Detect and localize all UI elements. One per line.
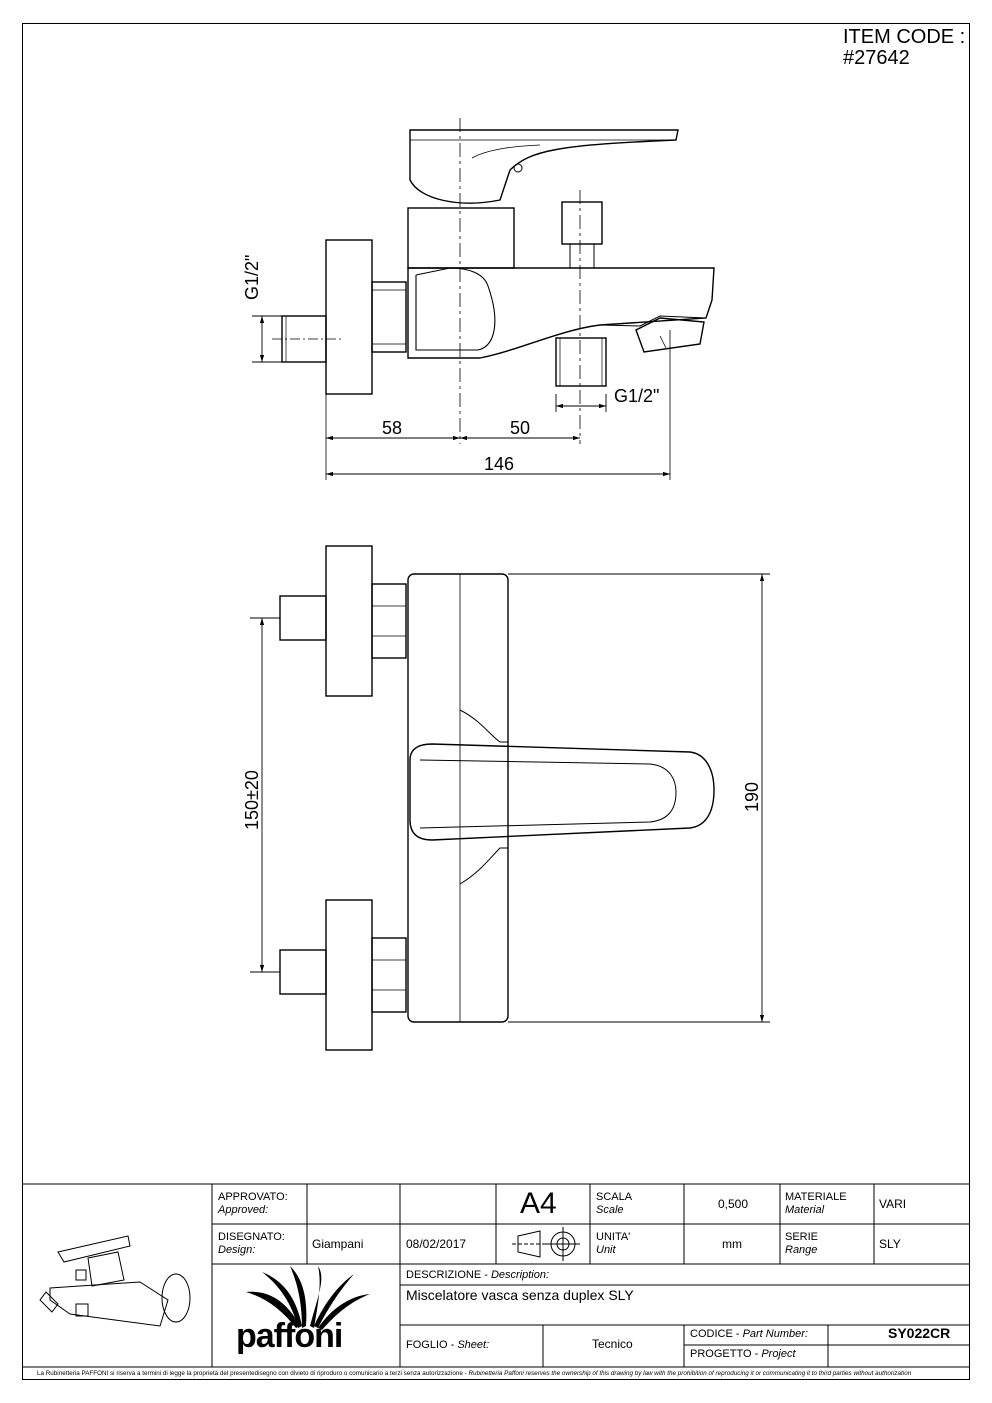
footer-english: Rubinetteria Paffoni reserves the owners…	[468, 1370, 912, 1377]
dim-overall-depth: 146	[484, 454, 514, 474]
item-code-label: ITEM CODE :	[843, 26, 966, 48]
unit-label: UNITA'	[596, 1231, 631, 1243]
title-block-grid	[22, 1183, 970, 1368]
item-code: ITEM CODE : #27642	[843, 27, 965, 69]
material-label: MATERIALE	[785, 1191, 847, 1203]
bottom-flange	[325, 899, 373, 1051]
scale-value: 0,500	[718, 1197, 749, 1211]
scale-cell: SCALA Scale	[596, 1191, 632, 1217]
approved-label: APPROVATO:	[218, 1191, 288, 1203]
dim-inlet-spacing: 150±20	[242, 770, 262, 830]
unit-cell: UNITA' Unit	[596, 1231, 630, 1257]
front-view	[279, 545, 715, 1051]
design-label-en: Design:	[218, 1244, 256, 1256]
part-label-en: Part Number:	[742, 1328, 808, 1340]
series-value: SLY	[879, 1237, 901, 1251]
design-label: DISEGNATO:	[218, 1231, 285, 1243]
mixer-handle	[409, 129, 679, 204]
drawing-frame	[22, 23, 970, 1380]
mixer-column	[407, 207, 515, 269]
design-cell: DISEGNATO: Design:	[218, 1231, 285, 1257]
mixer-body	[407, 267, 715, 359]
scale-label-en: Scale	[596, 1204, 624, 1216]
wall-flange	[325, 239, 373, 395]
project-label-en: Project	[761, 1348, 796, 1360]
sheet-cell: FOGLIO - Sheet:	[406, 1339, 489, 1352]
diverter-knob	[561, 201, 603, 245]
project-cell: PROGETTO - Project	[690, 1348, 796, 1361]
sheet-format: A4	[520, 1187, 557, 1220]
unit-label-en: Unit	[596, 1244, 616, 1256]
sheet-label-en: Sheet:	[457, 1339, 490, 1351]
series-label: SERIE	[785, 1231, 819, 1243]
approved-cell: APPROVATO: Approved:	[218, 1191, 288, 1217]
material-label-en: Material	[785, 1204, 825, 1216]
front-body	[407, 573, 509, 1023]
sheet-value: Tecnico	[592, 1337, 633, 1351]
front-handle	[409, 743, 715, 841]
side-dimensions	[252, 315, 670, 477]
approved-label-en: Approved:	[218, 1204, 269, 1216]
series-cell: SERIE Range	[785, 1231, 818, 1257]
project-label: PROGETTO -	[690, 1348, 762, 1360]
projection-symbol-icon	[512, 1227, 580, 1261]
aerator	[635, 317, 705, 353]
part-cell: CODICE - Part Number:	[690, 1328, 808, 1341]
bottom-outlet	[555, 337, 607, 387]
description-label-en: Description:	[490, 1269, 550, 1281]
legal-footer: La Rubinetteria PAFFONI si riserva a ter…	[37, 1370, 967, 1377]
front-dimensions	[250, 573, 770, 1023]
paffoni-logo-icon	[246, 1266, 370, 1330]
dim-side-inlet-thread: G1/2"	[242, 255, 262, 300]
part-number: SY022CR	[888, 1325, 951, 1341]
sheet-label: FOGLIO -	[406, 1339, 458, 1351]
designer-name: Giampani	[312, 1237, 364, 1251]
top-flange	[325, 545, 373, 697]
item-code-value: #27642	[843, 47, 910, 69]
dim-overall-width: 190	[742, 782, 762, 812]
footer-italian: La Rubinetteria PAFFONI si riserva a ter…	[37, 1370, 469, 1377]
description-cell: DESCRIZIONE - Description:	[406, 1269, 549, 1282]
title-block: APPROVATO: Approved: DISEGNATO: Design: …	[22, 1184, 970, 1367]
series-label-en: Range	[785, 1244, 818, 1256]
side-view	[272, 118, 715, 480]
paffoni-logo-text: paffoni	[236, 1317, 343, 1355]
material-value: VARI	[879, 1197, 907, 1211]
part-label: CODICE -	[690, 1328, 743, 1340]
description-label: DESCRIZIONE -	[406, 1269, 491, 1281]
unit-value: mm	[722, 1237, 742, 1251]
dim-bottom-outlet-thread: G1/2"	[614, 386, 659, 406]
scale-label: SCALA	[596, 1191, 633, 1203]
material-cell: MATERIALE Material	[785, 1191, 847, 1217]
dim-wall-to-axis: 58	[382, 418, 402, 438]
drawing-date: 08/02/2017	[406, 1237, 467, 1251]
description-value: Miscelatore vasca senza duplex SLY	[406, 1287, 634, 1303]
dim-axis-to-outlet: 50	[510, 418, 530, 438]
product-thumbnail	[39, 1235, 191, 1327]
inlet-nut	[371, 281, 407, 353]
